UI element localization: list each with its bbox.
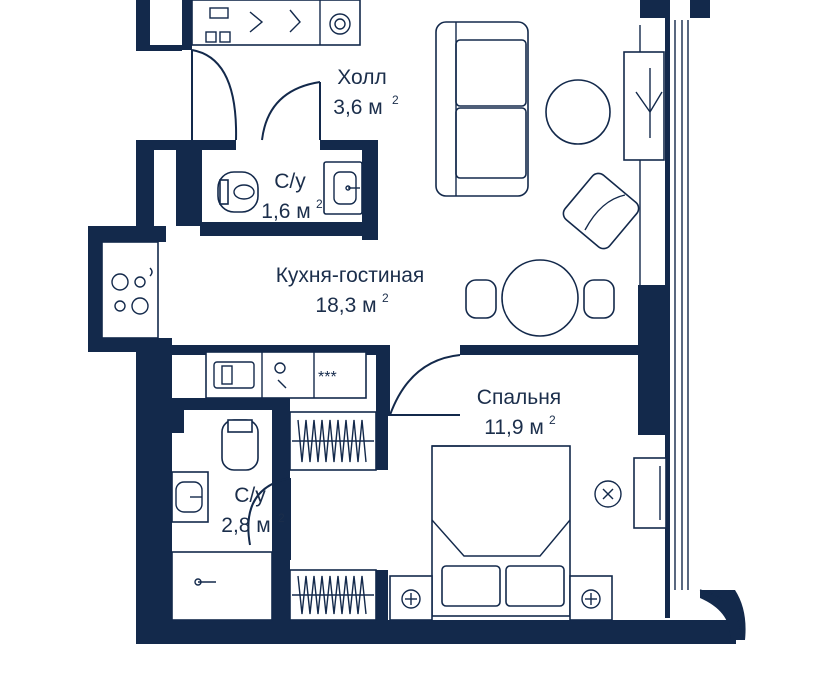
kitchen-counter: *** <box>205 351 367 399</box>
room-name-bedroom: Спальня <box>477 386 561 409</box>
toilet-icon <box>221 419 259 471</box>
room-label-bath2: С/у 2,8 м 2 <box>221 484 285 537</box>
area-unit-power: 2 <box>316 197 323 211</box>
room-label-hall: Холл 3,6 м 2 <box>333 66 399 119</box>
walls <box>88 0 746 644</box>
dining-table-icon <box>465 259 615 337</box>
armchair-icon <box>562 172 640 250</box>
air-conditioner-icon <box>594 480 622 508</box>
area-unit-power: 2 <box>392 93 399 107</box>
shower-icon <box>171 551 273 621</box>
area-unit-power: 2 <box>382 291 389 305</box>
tv-icon <box>623 51 665 161</box>
room-name-kitchen-living: Кухня-гостиная <box>276 264 425 287</box>
hob-icon <box>101 241 159 339</box>
room-area-bath1: 1,6 м <box>261 200 310 223</box>
room-area-bath2: 2,8 м <box>221 514 270 537</box>
room-label-bedroom: Спальня 11,9 м 2 <box>477 386 561 439</box>
room-area-hall: 3,6 м <box>333 96 382 119</box>
wardrobe-icon <box>289 569 377 621</box>
room-name-bath1: С/у <box>274 170 306 193</box>
room-area-kitchen-living: 18,3 м <box>315 294 376 317</box>
room-area-bedroom: 11,9 м <box>484 416 544 439</box>
desk-icon <box>633 457 667 529</box>
doors <box>191 49 461 560</box>
area-unit-power: 2 <box>278 511 285 525</box>
wardrobe-icon <box>289 411 377 471</box>
sofa-icon <box>435 21 529 197</box>
toilet-icon <box>217 171 259 213</box>
sink-icon <box>323 161 363 215</box>
svg-text:***: *** <box>318 369 337 386</box>
sink-icon <box>171 471 209 523</box>
room-label-kitchen-living: Кухня-гостиная 18,3 м 2 <box>276 264 425 317</box>
room-name-hall: Холл <box>337 66 387 89</box>
room-name-bath2: С/у <box>234 484 266 507</box>
area-unit-power: 2 <box>549 413 556 427</box>
double-bed-icon <box>389 445 613 621</box>
round-table-icon <box>545 79 611 145</box>
room-label-bath1: С/у 1,6 м 2 <box>261 170 323 223</box>
wardrobe-icon <box>191 0 361 46</box>
